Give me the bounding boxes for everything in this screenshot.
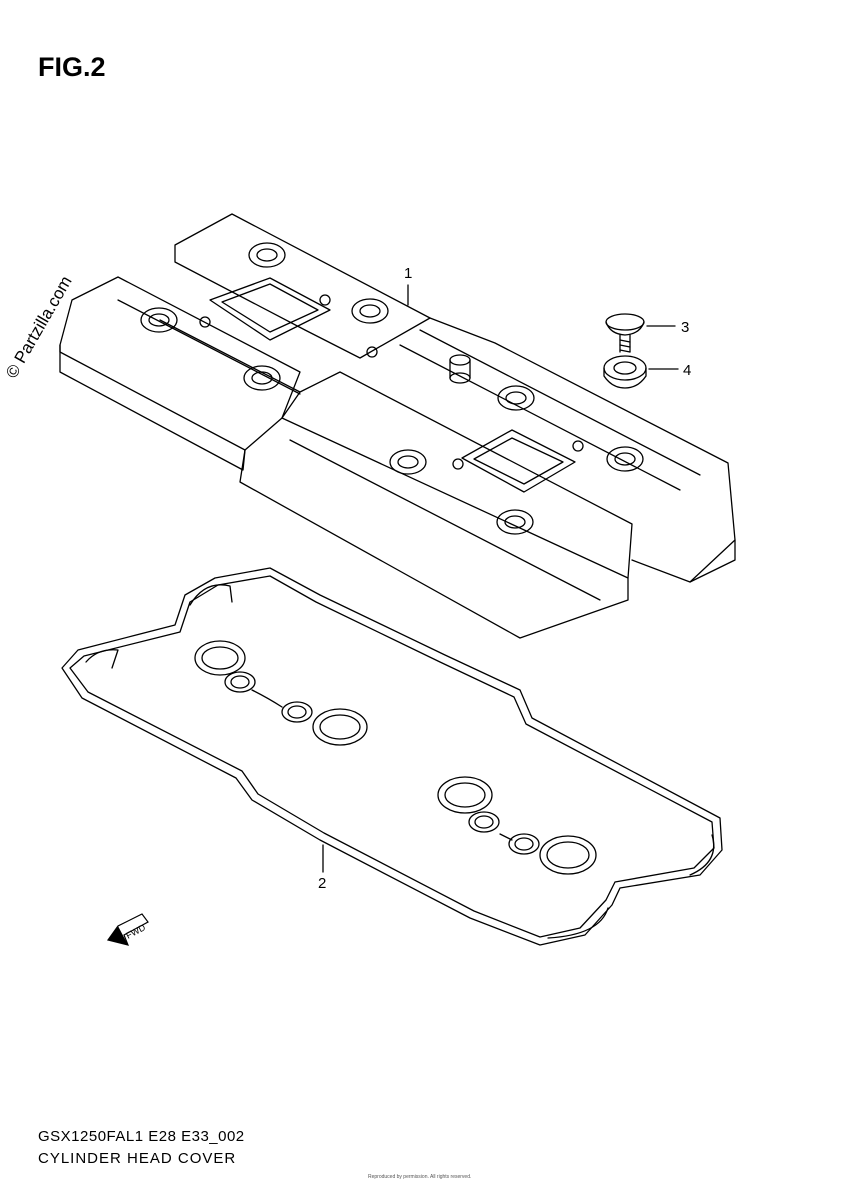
figure-title: FIG.2 [38,52,106,82]
cover-gasket [61,567,723,946]
cylinder-head-cover [59,213,736,639]
callout-2: 2 [318,875,326,892]
callout-3: 3 [681,319,689,336]
plug-hole [140,242,644,535]
fine-print: Reproduced by permission. All rights res… [368,1174,472,1180]
washer [603,355,647,389]
bolt [605,313,645,353]
model-code: GSX1250FAL1 E28 E33_002 [38,1128,245,1145]
callout-4: 4 [683,362,691,379]
forward-arrow-icon: FWD [106,913,149,946]
part-name: CYLINDER HEAD COVER [38,1150,237,1167]
seal-ring [194,640,597,875]
callout-1: 1 [404,265,412,282]
